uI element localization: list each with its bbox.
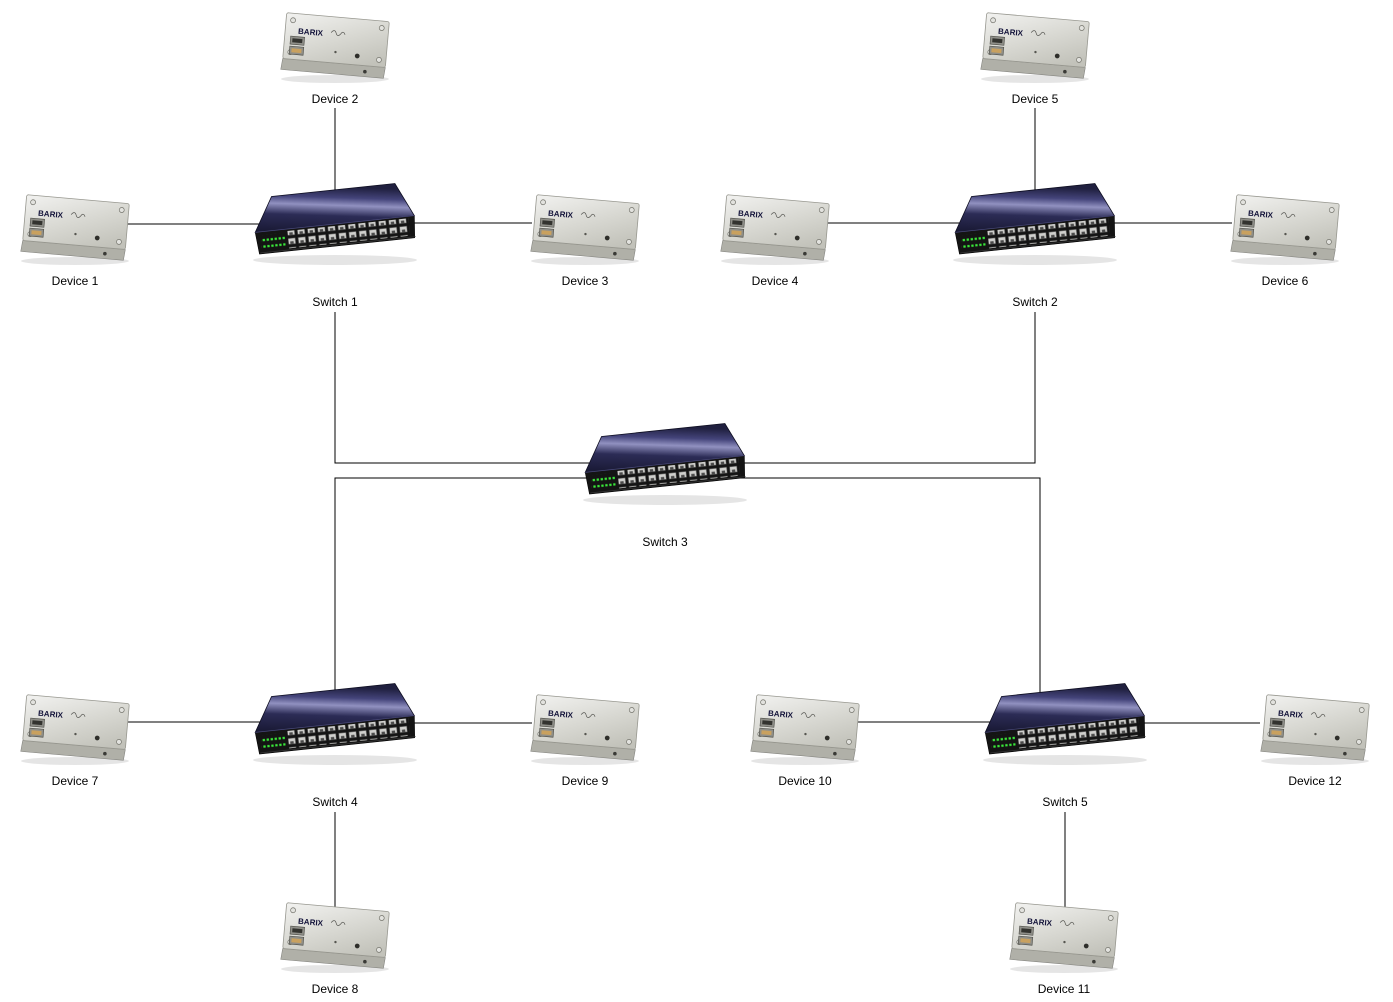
barix-device-icon [1220,188,1350,268]
device-label: Device 2 [311,92,359,106]
ethernet-switch-icon [945,178,1125,273]
switch-label: Switch 4 [312,795,358,809]
device-node-10: Device 10 [735,688,875,788]
device-node-8: Device 8 [265,896,405,996]
device-label: Device 4 [751,274,799,288]
device-node-12: Device 12 [1245,688,1385,788]
device-node-7: Device 7 [5,688,145,788]
barix-device-icon [740,688,870,768]
device-label: Device 5 [1011,92,1059,106]
switch-node-4: Switch 4 [245,678,425,809]
device-node-9: Device 9 [515,688,655,788]
ethernet-switch-icon [245,678,425,773]
device-label: Device 1 [51,274,99,288]
device-node-6: Device 6 [1215,188,1355,288]
barix-device-icon [10,688,140,768]
barix-device-icon [10,188,140,268]
switch-label: Switch 3 [642,535,688,549]
device-label: Device 6 [1261,274,1309,288]
switch-label: Switch 1 [312,295,358,309]
device-label: Device 11 [1037,982,1091,996]
device-label: Device 7 [51,774,99,788]
switch-node-5: Switch 5 [975,678,1155,809]
device-node-3: Device 3 [515,188,655,288]
device-label: Device 8 [311,982,359,996]
device-node-5: Device 5 [965,6,1105,106]
device-label: Device 3 [561,274,609,288]
barix-device-icon [1250,688,1380,768]
switch-node-3: Switch 3 [575,418,755,549]
switch-label: Switch 2 [1012,295,1058,309]
device-label: Device 10 [778,774,832,788]
device-label: Device 12 [1288,774,1342,788]
device-node-4: Device 4 [705,188,845,288]
barix-device-icon [970,6,1100,86]
barix-device-icon [710,188,840,268]
barix-device-icon [270,896,400,976]
ethernet-switch-icon [575,418,755,513]
connection-switch3-switch5 [728,477,1041,700]
ethernet-switch-icon [245,178,425,273]
device-label: Device 9 [561,774,609,788]
ethernet-switch-icon [975,678,1155,773]
device-node-11: Device 11 [994,896,1134,996]
switch-node-2: Switch 2 [945,178,1125,309]
connection-switch2-switch3 [738,312,1036,464]
switch-label: Switch 5 [1042,795,1088,809]
device-node-1: Device 1 [5,188,145,288]
device-node-2: Device 2 [265,6,405,106]
barix-device-icon [999,896,1129,976]
barix-device-icon [520,188,650,268]
barix-device-icon [270,6,400,86]
switch-node-1: Switch 1 [245,178,425,309]
connection-switch3-switch4 [334,477,612,700]
barix-device-icon [520,688,650,768]
connection-switch1-switch3 [334,312,605,464]
